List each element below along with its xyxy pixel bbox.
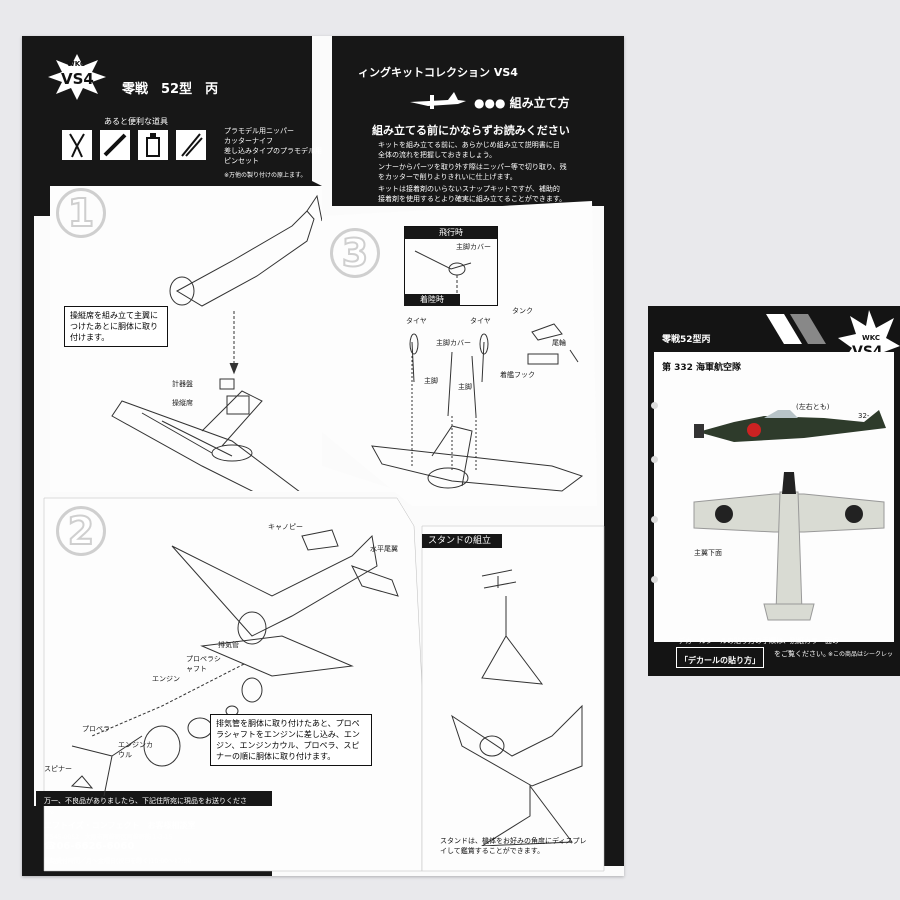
starburst-icon (48, 54, 106, 100)
cutter-knife-icon (100, 130, 130, 160)
card-decal-title-box: 「デカールの貼り方」 (676, 647, 764, 668)
footer-address: 〒545-0052 大阪市阿倍野区阿倍野筋 1-3-15 (44, 834, 173, 841)
notice-line: キットは接着剤のいらないスナップキットですが、補助的 (378, 185, 560, 193)
glue-icon (138, 130, 168, 160)
step-2-label: スピナー (44, 765, 72, 773)
step-2-label: プロペラ (82, 725, 110, 733)
step-2-label: キャノピー (268, 523, 303, 531)
stand-note: スタンドは、機体をお好みの角度にディスプレイして鑑賞することができます。 (440, 837, 587, 855)
tool-item: 差し込みタイプのプラモデル用 (224, 147, 322, 155)
step-1-diagram (111, 194, 322, 491)
card-tail-note: (左右とも) (796, 403, 830, 411)
step-3-diagram (371, 323, 584, 492)
assembly-title: ●●● 組み立て方 (474, 96, 570, 110)
step-2-label: 水平尾翼 (370, 545, 398, 553)
notice-line: キットを組み立てる前に、あらかじめ組み立て説明書に目 (378, 141, 560, 149)
logo-top: WKC (67, 60, 85, 68)
stand-diagram (451, 569, 583, 846)
stand-title: スタンドの組立 (422, 534, 502, 548)
step-2-number: 2 (56, 506, 106, 556)
plane-side-view (694, 410, 886, 442)
card-hole (651, 402, 658, 409)
step-2-label: プロペラシャフト (186, 655, 221, 673)
card-hole (651, 516, 658, 523)
step-1-label: 計器盤 (172, 380, 193, 388)
notice-line: ンナーからパーツを取り外す際はニッパー等で切り取り、残 (378, 163, 567, 171)
logo-badge: WKC VS4 (48, 54, 106, 100)
card-underside-label: 主翼下面 (694, 549, 722, 557)
card-decal-title: 「デカールの貼り方」 (680, 656, 760, 665)
notice-title: 組み立てる前にかならずお読みください (372, 124, 570, 137)
step-3-label: 着艦フック (500, 371, 535, 379)
tools-title: あると便利な道具 (104, 117, 168, 126)
series-title: ィングキットコレクション VS4 (358, 66, 518, 79)
footer-phone: ☎06-6626-6060 (44, 841, 135, 852)
footer-notice: 万一、不良品がありましたら、下記住所宛に現品をお送りください。 (44, 797, 247, 815)
step-2-diagram (70, 529, 399, 796)
step-3-label: 主脚カバー (436, 339, 471, 347)
card-hole (651, 576, 658, 583)
step-2-label: 排気管 (218, 641, 239, 649)
nipper-icon (62, 130, 92, 160)
step-3-label: 尾輪 (552, 339, 566, 347)
landing-label: 着陸時 (404, 294, 460, 306)
footer-company: エフトイズ・コンフェクト お客様相談室 (44, 821, 196, 830)
tool-item: ピンセット (224, 157, 259, 165)
tweezers-icon (176, 130, 206, 160)
card-unit: 第 332 海軍航空隊 (662, 363, 742, 373)
step-3-label: タイヤ (406, 317, 427, 325)
stripes-icon (766, 314, 826, 344)
plane-silhouette-icon (410, 92, 466, 109)
step-3-label: 主脚 (458, 383, 472, 391)
step-1-label: 操縦席 (172, 399, 193, 407)
sheet-background-shapes (22, 36, 624, 876)
plane-underside-view (693, 472, 885, 621)
instruction-sheet: WKC VS4 零戦 52型 丙 ィングキットコレクション VS4 ●●● 組み… (22, 36, 624, 876)
model-title: 零戦 52型 丙 (122, 82, 219, 97)
card-tail-code: 32- (858, 412, 870, 420)
card-bottom-note: ※この商品はシークレッ (828, 651, 894, 658)
step-3-label: タンク (512, 307, 533, 315)
card-decal-note: デカールシールの貼り方の手順は、別紙カラー面の (678, 637, 839, 645)
notice-line: をカッターで削りよりきれいに仕上げます。 (378, 173, 517, 181)
step-3-label: 主脚カバー (456, 243, 491, 251)
step-1-number: 1 (56, 188, 106, 238)
step-1-callout: 操縦席を組み立て主翼につけたあとに胴体に取り付けます。 (64, 306, 168, 347)
tool-item: プラモデル用ニッパー (224, 127, 294, 135)
step-2-callout: 排気管を胴体に取り付けたあと、プロペラシャフトをエンジンに差し込み、エンジン、エ… (210, 714, 372, 766)
card-decal-note2: をご覧ください。 (774, 650, 830, 658)
card-title: 零戦52型丙 (662, 335, 711, 345)
step-3-number: 3 (330, 228, 380, 278)
tool-item: カッターナイフ (224, 137, 273, 145)
step-3-label: 主脚 (424, 377, 438, 385)
notice-line: 接着剤を使用するとより確実に組み立てることができます。 (378, 195, 567, 203)
card-decal-area: 第 332 海軍航空隊 (左右とも) 32- 主翼下面 (654, 352, 894, 642)
tools-note: ※万他の製り付けの原上ます。 (224, 172, 307, 179)
step-2-label: エンジンカウル (118, 741, 153, 759)
decal-card: 零戦52型丙 WKC VS4 第 332 海軍航空隊 (左右とも) 32- 主翼… (648, 306, 900, 676)
notice-line: 全体の流れを把握しておきましょう。 (378, 151, 497, 159)
logo-main: VS4 (61, 70, 94, 88)
footer-hours: 電話受付時間／月～金曜日(祝日を除く)10:00～17:00 (44, 858, 192, 865)
flight-label: 飛行時 (405, 227, 497, 239)
card-logo-top: WKC (862, 334, 880, 342)
card-hole (651, 456, 658, 463)
step-3-label: タイヤ (470, 317, 491, 325)
step-2-label: エンジン (152, 675, 180, 683)
